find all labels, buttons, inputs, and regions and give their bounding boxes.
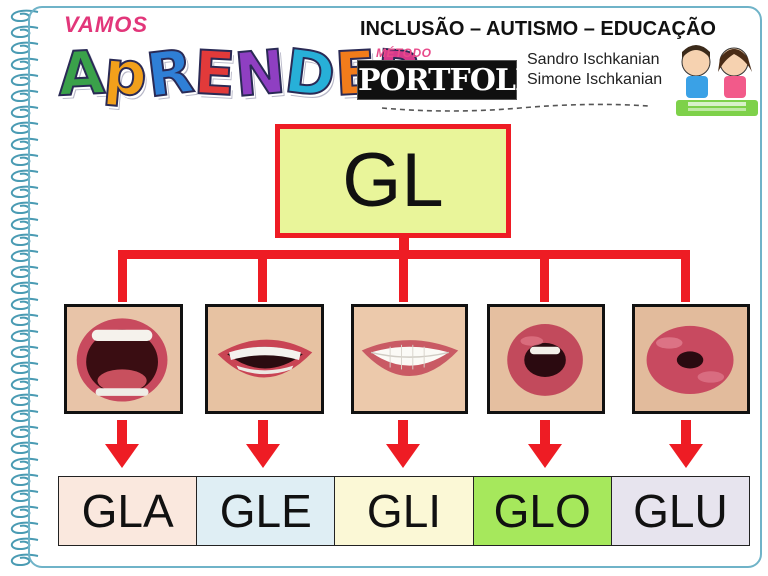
aprender-letter: A xyxy=(55,37,107,111)
author-sandro: Sandro Ischkanian xyxy=(527,51,660,68)
aprender-letter: D xyxy=(280,35,340,113)
aprender-letter: R xyxy=(142,35,198,112)
mouth-smile-e-icon xyxy=(205,304,324,414)
mouth-round-o-icon xyxy=(487,304,605,414)
syllable-cell-gla: GLA xyxy=(59,477,198,545)
aprender-letter: E xyxy=(191,37,238,111)
root-syllable-label: GL xyxy=(342,138,444,223)
kids-illustration-icon xyxy=(676,45,758,116)
page-frame xyxy=(28,6,762,568)
spiral-binding-icon xyxy=(10,9,39,567)
metodo-label: MÉTODO xyxy=(376,46,432,60)
vamos-label: VAMOS xyxy=(64,12,149,37)
decorative-dashed-line xyxy=(381,103,649,112)
syllable-cell-gli: GLI xyxy=(335,477,474,545)
syllable-cell-glo: GLO xyxy=(473,477,612,545)
header-title: INCLUSÃO – AUTISMO – EDUCAÇÃO xyxy=(360,18,716,40)
author-simone: Simone Ischkanian xyxy=(527,71,663,88)
mouth-open-a-icon xyxy=(64,304,183,414)
portfolio-logo: PORTFOLIO xyxy=(357,60,554,100)
root-syllable-box: GL xyxy=(275,124,511,238)
syllable-cell-glu: GLU xyxy=(611,477,750,545)
mouth-pucker-u-icon xyxy=(632,304,750,414)
mouth-teeth-i-icon xyxy=(351,304,468,414)
syllable-cell-gle: GLE xyxy=(197,477,336,545)
aprender-letter: N xyxy=(231,36,289,112)
